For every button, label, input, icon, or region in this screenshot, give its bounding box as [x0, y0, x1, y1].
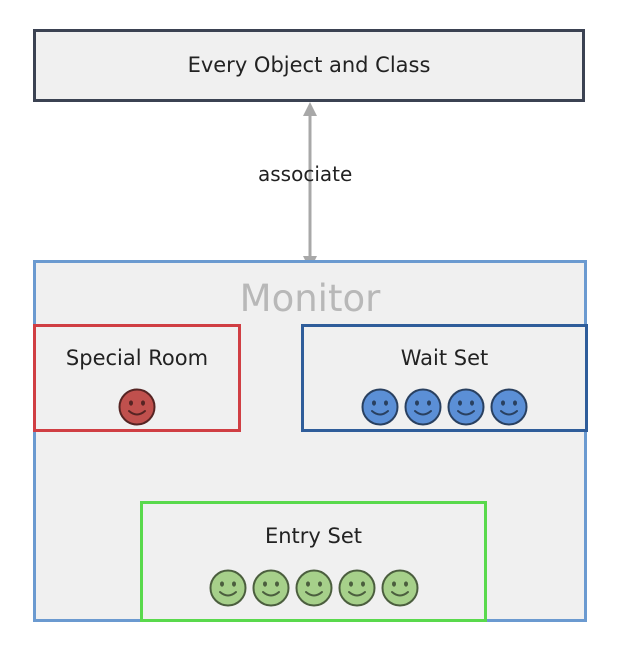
associate-arrow — [303, 102, 317, 270]
entry-set-label: Entry Set — [264, 524, 363, 548]
entry-set-box: Entry Set — [140, 501, 487, 622]
smiley-face-icon — [338, 569, 375, 607]
smiley-face-icon — [295, 569, 332, 607]
smiley-face-icon — [209, 569, 246, 607]
smiley-face-icon — [490, 388, 528, 426]
wait-set-label: Wait Set — [400, 346, 489, 370]
special-room-box: Special Room — [33, 324, 241, 432]
smiley-face-icon — [252, 569, 289, 607]
special-room-label: Special Room — [65, 346, 209, 370]
smiley-face-icon — [361, 388, 399, 426]
monitor-title: Monitor — [239, 277, 381, 320]
wait-set-occupants — [304, 387, 585, 427]
wait-set-box: Wait Set — [301, 324, 588, 432]
associate-label: associate — [258, 162, 353, 186]
object-class-label: Every Object and Class — [187, 53, 431, 77]
smiley-face-icon — [404, 388, 442, 426]
smiley-face-icon — [381, 569, 418, 607]
object-class-box: Every Object and Class — [33, 29, 585, 102]
entry-set-occupants — [143, 568, 484, 608]
smiley-face-icon — [447, 388, 485, 426]
smiley-face-icon — [118, 388, 156, 426]
special-room-occupants — [36, 387, 238, 427]
